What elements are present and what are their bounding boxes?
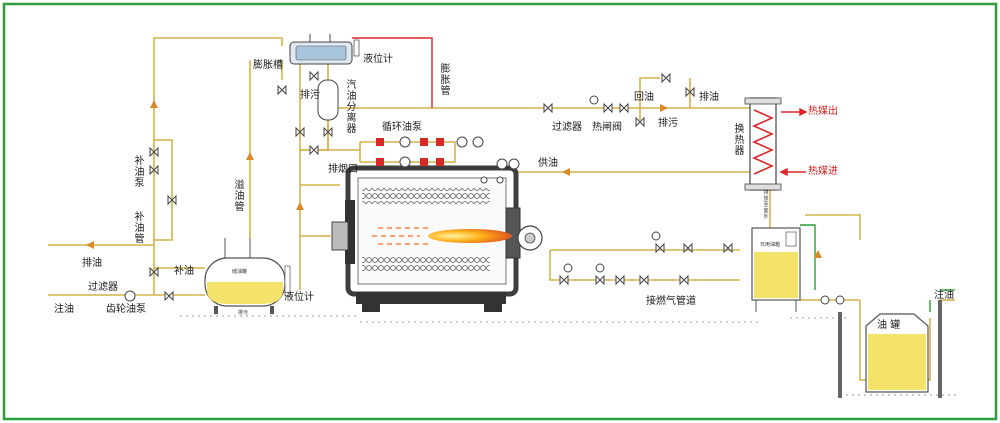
label-overflow-pipe: 溢油管 [234, 180, 245, 213]
pump-icon [820, 295, 845, 305]
big-oil-tank [838, 300, 942, 398]
red-expansion-pipe [352, 37, 433, 108]
gauge-icon [124, 95, 661, 302]
label-circulating-pump: 循环油泵 [382, 122, 422, 133]
label-blowdown-right: 排污 [658, 118, 678, 129]
label-oil-return: 回油 [634, 92, 654, 103]
heat-exchanger-shape [744, 97, 782, 191]
label-level-gauge-top: 液位计 [363, 54, 393, 65]
label-makeup-oil: 补油 [174, 266, 194, 277]
pump-icon [376, 136, 444, 168]
expansion-tank [289, 34, 360, 65]
label-drain-right: 排油 [699, 92, 719, 103]
label-heat-exchanger: 换热器 [734, 124, 745, 157]
label-level-gauge-bottom: 液位计 [284, 292, 314, 303]
label-blowdown-top: 排污 [300, 90, 320, 101]
label-fuel-gas-pipeline: 接燃气管道 [646, 296, 696, 307]
label-daily-tank-small: 日用油箱 [760, 242, 781, 248]
label-storage-tank-small: 储油罐 [232, 269, 248, 275]
label-storage-drain-small: 排污 [238, 310, 249, 316]
label-vapor-oil-separator: 汽油分离器 [346, 80, 357, 135]
valve-icon [149, 70, 733, 302]
green-pipes [800, 224, 955, 312]
label-makeup-pump: 补油泵 [134, 156, 145, 189]
label-oil-tank: 油 罐 [877, 320, 901, 331]
storage-tank [204, 238, 291, 314]
ground-line [180, 315, 960, 396]
label-heat-out: 热媒出 [808, 106, 838, 117]
label-fill-oil-left: 注油 [54, 304, 74, 315]
label-heat-in: 热媒进 [808, 166, 838, 177]
label-expansion-tank: 膨胀槽 [253, 60, 283, 71]
daily-tank [751, 227, 801, 312]
label-expansion-pipe: 膨胀管 [440, 64, 451, 97]
arrow-icon [86, 100, 822, 258]
heat-media-arrows [779, 107, 808, 177]
label-gear-pump: 齿轮油泵 [106, 304, 146, 315]
label-thermal-valve: 热闸阀 [592, 122, 622, 133]
label-exhaust-port: 排烟口 [328, 164, 358, 175]
label-daily-tank-side-small: 排放至室外 [763, 190, 769, 220]
boiler [300, 165, 543, 312]
label-fill-oil-right: 注油 [934, 290, 954, 301]
flame-icon [428, 229, 512, 243]
label-oil-supply: 供油 [538, 158, 558, 169]
label-drain-left: 排油 [82, 258, 102, 269]
separator [317, 79, 339, 121]
label-makeup-pipe: 补油管 [134, 212, 145, 245]
label-filter-left: 过滤器 [88, 282, 118, 293]
label-filter-right: 过滤器 [552, 122, 582, 133]
